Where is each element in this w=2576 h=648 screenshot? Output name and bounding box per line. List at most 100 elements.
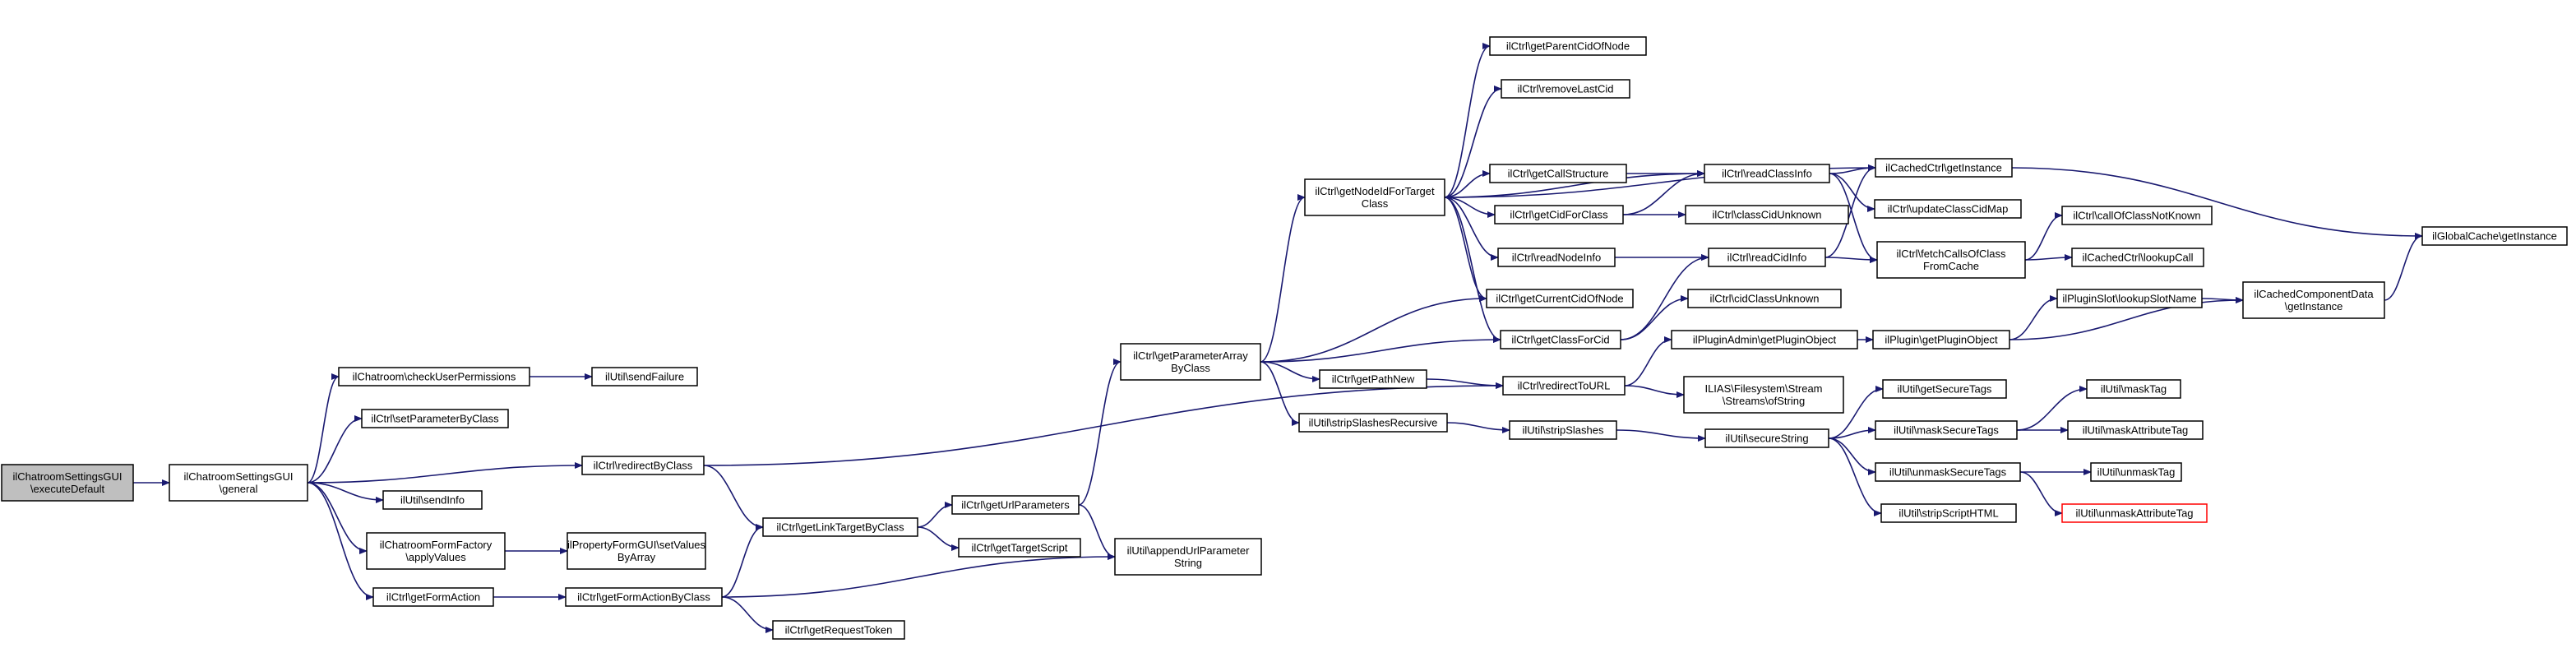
graph-node-ilutil-getsecuretags[interactable]: ilUtil\getSecureTags — [1882, 379, 2007, 399]
node-box — [1120, 343, 1261, 381]
graph-node-ilutil-unmasktag[interactable]: ilUtil\unmaskTag — [2090, 462, 2182, 482]
node-box — [1, 464, 134, 502]
graph-node-ilctrl-getparentcidofnode[interactable]: ilCtrl\getParentCidOfNode — [1489, 36, 1647, 56]
edge-n17-n20 — [1260, 361, 1300, 426]
edge-line — [917, 502, 953, 528]
graph-node-ilpluginslot-lookupslotname[interactable]: ilPluginSlot\lookupSlotName — [2056, 289, 2203, 308]
node-label: \getInstance — [2285, 300, 2343, 312]
graph-node-ilctrl-removelastcid[interactable]: ilCtrl\removeLastCid — [1501, 79, 1630, 99]
edge-line — [1824, 256, 1878, 263]
edge-n9-n28 — [703, 382, 1504, 466]
graph-node-ilctrl-setparameterbyclass[interactable]: ilCtrl\setParameterByClass — [361, 409, 509, 428]
graph-node-ilctrl-geturlparameters[interactable]: ilCtrl\getUrlParameters — [951, 495, 1080, 515]
edge-line — [1444, 197, 1487, 302]
node-label: ilUtil\getSecureTags — [1898, 383, 1992, 396]
graph-node-ilutil-maskattributetag[interactable]: ilUtil\maskAttributeTag — [2067, 420, 2204, 440]
edge-n19-n28 — [1426, 378, 1504, 389]
graph-node-ilctrl-getlinktargetbyclass[interactable]: ilCtrl\getLinkTargetByClass — [762, 517, 918, 537]
graph-node-ilctrl-getformaction[interactable]: ilCtrl\getFormAction — [372, 587, 494, 607]
graph-node-ilias-filesystem-stream-streams-ofstring[interactable]: ILIAS\Filesystem\Stream\Streams\ofString — [1683, 376, 1844, 414]
graph-node-ilcachedcomponentdata-getinstance[interactable]: ilCachedComponentData\getInstance — [2242, 281, 2385, 319]
graph-node-ilutil-stripslashes[interactable]: ilUtil\stripSlashes — [1509, 420, 1617, 440]
edge-n27-n33 — [1620, 295, 1689, 340]
node-label: ilGlobalCache\getInstance — [2432, 230, 2557, 243]
graph-node-ilchatroomsettingsgui-executedefault[interactable]: ilChatroomSettingsGUI\executeDefault — [1, 464, 134, 502]
edge-n2-n7 — [307, 482, 374, 600]
graph-node-ilutil-unmaskattributetag[interactable]: ilUtil\unmaskAttributeTag — [2061, 503, 2208, 523]
graph-node-ilctrl-classcidunknown[interactable]: ilCtrl\classCidUnknown — [1685, 205, 1849, 224]
edge-n11-n12 — [721, 524, 764, 598]
node-label: ilCachedCtrl\getInstance — [1885, 162, 2002, 174]
graph-node-ilchatroomformfactory-applyvalues[interactable]: ilChatroomFormFactory\applyValues — [366, 532, 506, 570]
graph-node-ilctrl-getcurrentcidofnode[interactable]: ilCtrl\getCurrentCidOfNode — [1486, 289, 1634, 308]
graph-node-ilchatroomsettingsgui-general[interactable]: ilChatroomSettingsGUI\general — [169, 464, 308, 502]
node-box — [169, 464, 308, 502]
edge-n32-n39 — [1824, 256, 1878, 263]
node-label: ilCtrl\cidClassUnknown — [1710, 293, 1820, 305]
edge-line — [1824, 164, 1876, 258]
node-label: ilCachedCtrl\lookupCall — [2082, 252, 2193, 264]
node-label: ilCtrl\getParentCidOfNode — [1506, 40, 1630, 53]
edge-n39-n45 — [2024, 212, 2063, 261]
graph-node-ilctrl-readnodeinfo[interactable]: ilCtrl\readNodeInfo — [1497, 248, 1616, 267]
graph-node-ilctrl-getformactionbyclass[interactable]: ilCtrl\getFormActionByClass — [565, 587, 723, 607]
graph-node-ilctrl-redirecttourl[interactable]: ilCtrl\redirectToURL — [1502, 376, 1626, 396]
edge-n14-n16 — [1078, 504, 1116, 560]
edge-n37-n53 — [2011, 167, 2423, 239]
edge-line — [1616, 429, 1706, 442]
node-label: ilCtrl\callOfClassNotKnown — [2073, 210, 2200, 222]
edge-line — [1829, 173, 1878, 263]
edge-line — [1444, 170, 1705, 198]
node-box — [1500, 330, 1621, 349]
graph-node-ilctrl-readcidinfo[interactable]: ilCtrl\readCidInfo — [1708, 248, 1826, 267]
graph-node-ilutil-unmasksecuretags[interactable]: ilUtil\unmaskSecureTags — [1875, 462, 2021, 482]
graph-node-ilplugin-getpluginobject[interactable]: ilPlugin\getPluginObject — [1872, 330, 2010, 349]
graph-node-ilctrl-redirectbyclass[interactable]: ilCtrl\redirectByClass — [581, 456, 705, 475]
node-box — [1501, 79, 1630, 99]
graph-node-ilutil-masktag[interactable]: ilUtil\maskTag — [2086, 379, 2181, 399]
edge-n18-n22 — [1444, 86, 1502, 198]
graph-node-ilutil-masksecuretags[interactable]: ilUtil\maskSecureTags — [1875, 420, 2018, 440]
graph-node-ilctrl-getrequesttoken[interactable]: ilCtrl\getRequestToken — [772, 620, 905, 640]
graph-node-ilutil-sendinfo[interactable]: ilUtil\sendInfo — [382, 490, 483, 510]
graph-node-ilcachedctrl-getinstance[interactable]: ilCachedCtrl\getInstance — [1875, 158, 2013, 178]
graph-node-ilutil-stripscripthtml[interactable]: ilUtil\stripScriptHTML — [1880, 503, 2017, 523]
graph-node-ilpluginadmin-getpluginobject[interactable]: ilPluginAdmin\getPluginObject — [1671, 330, 1858, 349]
node-label: ilCtrl\fetchCallsOfClass — [1897, 248, 2006, 260]
graph-node-ilctrl-getcallstructure[interactable]: ilCtrl\getCallStructure — [1489, 164, 1627, 183]
edge-line — [1828, 437, 1882, 516]
node-label: ilUtil\unmaskAttributeTag — [2075, 507, 2193, 520]
edge-n29-n36 — [1616, 429, 1706, 442]
graph-node-ilcachedctrl-lookupcall[interactable]: ilCachedCtrl\lookupCall — [2071, 248, 2204, 267]
graph-node-ilchatroom-checkuserpermissions[interactable]: ilChatroom\checkUserPermissions — [338, 367, 530, 386]
edge-n28-n35 — [1624, 385, 1685, 398]
edge-n36-n41 — [1828, 386, 1884, 439]
edge-line — [1828, 386, 1884, 439]
graph-node-ilctrl-gettargetscript[interactable]: ilCtrl\getTargetScript — [958, 538, 1081, 558]
edge-n18-n26 — [1444, 197, 1487, 302]
graph-node-ilctrl-cidclassunknown[interactable]: ilCtrl\cidClassUnknown — [1687, 289, 1842, 308]
graph-node-ilutil-sendfailure[interactable]: ilUtil\sendFailure — [591, 367, 698, 386]
node-box — [581, 456, 705, 475]
edge-line — [307, 415, 363, 484]
node-box — [1875, 420, 2018, 440]
graph-node-ilutil-stripslashesrecursive[interactable]: ilUtil\stripSlashesRecursive — [1298, 413, 1448, 433]
graph-node-ilglobalcache-getinstance[interactable]: ilGlobalCache\getInstance — [2421, 226, 2568, 246]
graph-node-ilctrl-readclassinfo[interactable]: ilCtrl\readClassInfo — [1704, 164, 1830, 183]
node-box — [567, 532, 706, 570]
node-label: ilCtrl\getNodeIdForTarget — [1315, 185, 1435, 197]
graph-node-ilctrl-callofclassnotknown[interactable]: ilCtrl\callOfClassNotKnown — [2061, 206, 2213, 225]
graph-node-ilctrl-updateclasscidmap[interactable]: ilCtrl\updateClassCidMap — [1874, 199, 2022, 219]
edge-line — [1444, 197, 1499, 261]
graph-node-ilutil-securestring[interactable]: ilUtil\secureString — [1704, 428, 1829, 448]
graph-node-ilctrl-getpathnew[interactable]: ilCtrl\getPathNew — [1319, 369, 1427, 389]
nodes-layer: ilChatroomSettingsGUI\executeDefault ilCh… — [1, 36, 2568, 640]
graph-node-ilctrl-getclassforcid[interactable]: ilCtrl\getClassForCid — [1500, 330, 1621, 349]
graph-node-ilctrl-getcidforclass[interactable]: ilCtrl\getCidForClass — [1494, 205, 1624, 224]
node-label: ilCtrl\getClassForCid — [1511, 334, 1609, 346]
